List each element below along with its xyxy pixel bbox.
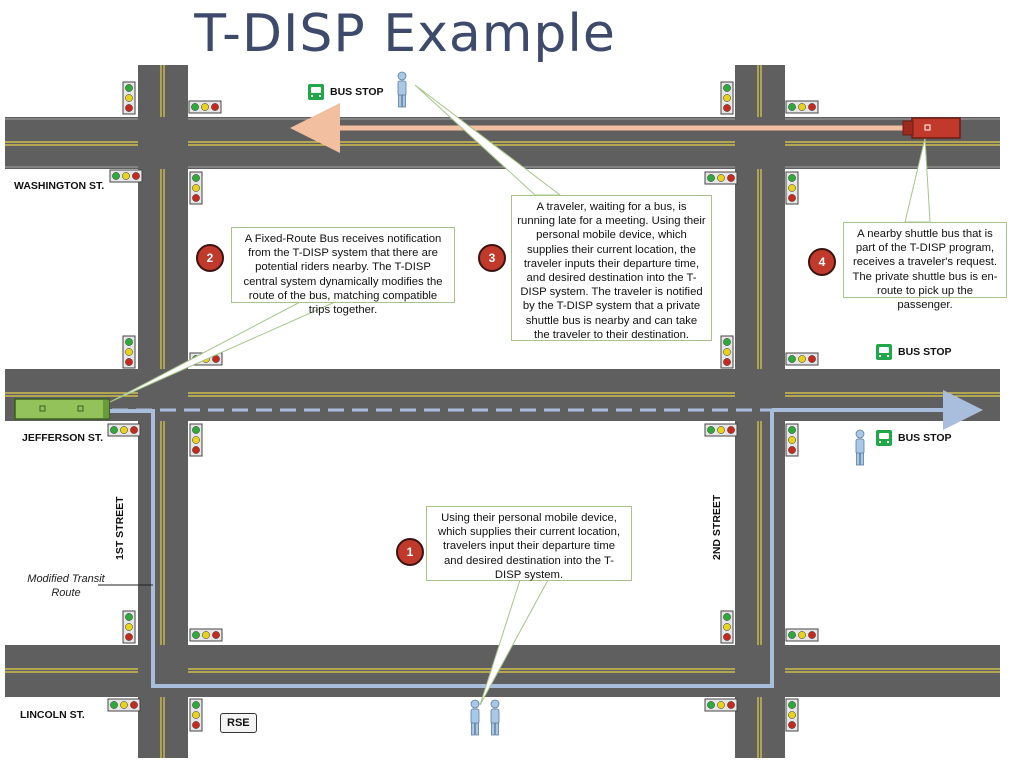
private-shuttle xyxy=(902,117,961,139)
traffic-signal-icon xyxy=(704,698,738,712)
rse-badge: RSE xyxy=(220,713,257,733)
callout-step-4: A nearby shuttle bus that is part of the… xyxy=(843,222,1007,311)
pedestrian-icon xyxy=(470,699,480,736)
step-marker-3: 3 xyxy=(478,244,506,272)
traffic-signal-icon xyxy=(785,171,799,205)
callout-step-1: Using their personal mobile device, whic… xyxy=(426,506,632,581)
traffic-signal-icon xyxy=(122,610,136,644)
street-label-washington: WASHINGTON ST. xyxy=(14,180,105,192)
traffic-signal-icon xyxy=(109,169,143,183)
step-marker-1: 1 xyxy=(396,538,424,566)
traffic-signal-icon xyxy=(188,100,222,114)
bus-stop-icon xyxy=(308,84,324,100)
bus-stop-jefferson-south: BUS STOP xyxy=(876,430,951,446)
street-label-first: 1ST STREET xyxy=(114,496,126,560)
traffic-signal-icon xyxy=(189,423,203,457)
traffic-signal-icon xyxy=(704,423,738,437)
traffic-signal-icon xyxy=(720,81,734,115)
street-label-lincoln: LINCOLN ST. xyxy=(20,709,85,721)
traffic-signal-icon xyxy=(720,610,734,644)
bus-stop-icon xyxy=(876,344,892,360)
pedestrian-traveler-icon xyxy=(397,71,407,108)
traffic-signal-icon xyxy=(785,628,819,642)
traffic-signal-icon xyxy=(189,171,203,205)
traffic-signal-icon xyxy=(704,171,738,185)
modified-transit-route-note: Modified Transit Route xyxy=(27,573,105,599)
bus-stop-icon xyxy=(876,430,892,446)
slide-title: T-DISP Example xyxy=(194,4,616,64)
street-label-jefferson: JEFFERSON ST. xyxy=(22,432,104,444)
step-marker-2: 2 xyxy=(196,244,224,272)
traffic-signal-icon xyxy=(720,335,734,369)
traffic-signal-icon xyxy=(122,81,136,115)
pedestrian-icon xyxy=(490,699,500,736)
bus-stop-washington: BUS STOP xyxy=(308,84,383,100)
traffic-signal-icon xyxy=(785,698,799,732)
step-marker-4: 4 xyxy=(808,248,836,276)
street-label-second: 2ND STREET xyxy=(711,494,723,560)
traffic-signal-icon xyxy=(785,352,819,366)
fixed-route-bus xyxy=(14,398,110,420)
traffic-signal-icon xyxy=(107,698,141,712)
callout-step-2: A Fixed-Route Bus receives notification … xyxy=(231,227,455,316)
traffic-signal-icon xyxy=(107,423,141,437)
pedestrian-icon xyxy=(855,429,865,466)
traffic-signal-icon xyxy=(785,423,799,457)
traffic-signal-icon xyxy=(189,628,223,642)
traffic-signal-icon xyxy=(122,335,136,369)
callout-step-3: A traveler, waiting for a bus, is runnin… xyxy=(511,195,712,341)
traffic-signal-icon xyxy=(189,698,203,732)
bus-stop-jefferson-north: BUS STOP xyxy=(876,344,951,360)
traffic-signal-icon xyxy=(785,100,819,114)
